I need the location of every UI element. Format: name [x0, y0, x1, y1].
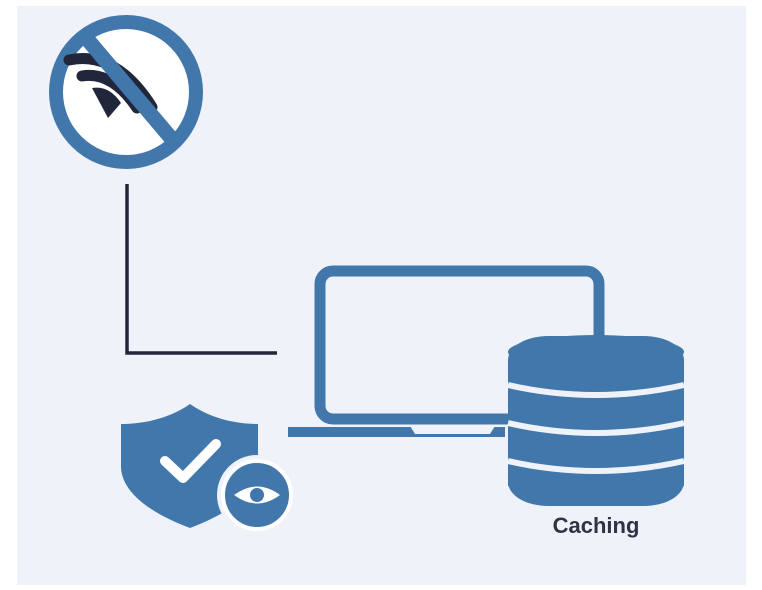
caching-label: Caching [552, 513, 640, 538]
database-icon [507, 335, 685, 506]
connector-line [125, 184, 277, 355]
no-wifi-icon [49, 15, 203, 169]
eye-icon [217, 455, 297, 535]
